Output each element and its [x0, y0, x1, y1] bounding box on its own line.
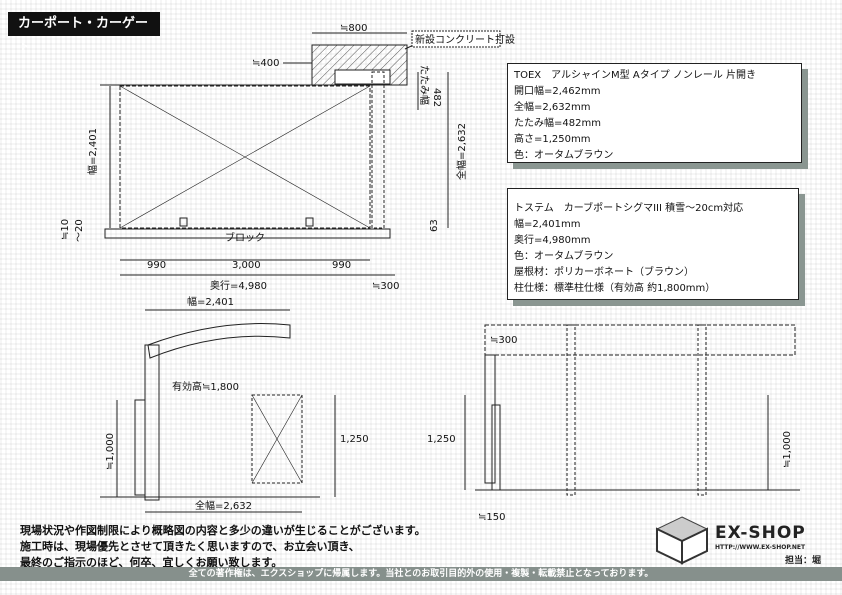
front-gate-height: 1,250 [340, 434, 369, 445]
dim-300: ≒300 [372, 281, 399, 292]
dim-20: ～20 [74, 219, 85, 242]
dim-63: 63 [429, 219, 440, 232]
carport-spec-line: 幅=2,401mm [514, 219, 581, 230]
side-dim-300: ≒300 [490, 335, 517, 346]
front-total-width: 全幅=2,632 [195, 499, 252, 512]
carport-spec-box: トステム カーブポートシグマIII 積雪～20cm対応 幅=2,401mm 奥行… [507, 188, 799, 300]
plan-view: ≒800 ≒400 新設コンクリート打設 たたみ幅 482 幅=2,401 全幅… [60, 23, 515, 292]
span-3: 990 [332, 260, 351, 271]
plan-depth: 奥行=4,980 [210, 279, 267, 292]
front-dim-1000: ≒1,000 [105, 433, 116, 470]
effective-height: 有効高≒1,800 [172, 380, 239, 393]
carport-spec-line: 奥行=4,980mm [514, 235, 591, 246]
note-line: 現場状況や作図制限により概略図の内容と多少の違いが生じることがございます。 [20, 524, 426, 537]
carport-spec-line: 柱仕様：標準柱仕様（有効高 約1,800mm） [514, 283, 716, 294]
side-dim-1000: ≒1,000 [782, 431, 793, 468]
gate-spec-line: 高さ=1,250mm [514, 134, 591, 145]
fold-width-value: 482 [431, 88, 442, 107]
note-line: 最終のご指示のほど、何卒、宜しくお願い致します。 [20, 556, 283, 569]
gate-spec-box: TOEX アルシャインM型 Aタイプ ノンレール 片開き 開口幅=2,462mm… [507, 63, 802, 163]
concrete-label: 新設コンクリート打設 [415, 33, 515, 46]
block-label: ブロック [225, 231, 265, 244]
gate-spec-line: 色：オータムブラウン [514, 150, 614, 161]
side-view: ≒300 1,250 ≒1,000 ≒150 [427, 324, 800, 523]
logo-url: HTTP://WWW.EX-SHOP.NET [715, 544, 806, 551]
plan-width: 幅=2,401 [86, 128, 99, 175]
carport-spec-line: 色：オータムブラウン [514, 251, 614, 262]
dim-800: ≒800 [340, 23, 367, 34]
carport-spec-line: トステム カーブポートシグマIII 積雪～20cm対応 [514, 203, 744, 214]
box-logo-icon [655, 516, 709, 565]
side-gate-height: 1,250 [427, 434, 456, 445]
note-line: 施工時は、現場優先とさせて頂きたく思いますので、お立会い頂き、 [20, 540, 360, 553]
dim-400: ≒400 [252, 58, 279, 69]
ex-shop-logo: EX-SHOP HTTP://WWW.EX-SHOP.NET 担当：堀 [655, 515, 830, 566]
gate-spec-line: TOEX アルシャインM型 Aタイプ ノンレール 片開き [514, 70, 757, 81]
span-2: 3,000 [232, 260, 261, 271]
logo-name: EX-SHOP [715, 523, 806, 543]
front-width: 幅=2,401 [187, 295, 234, 308]
carport-spec-line: 屋根材：ポリカーボネート（ブラウン） [514, 267, 694, 278]
staff-label: 担当：堀 [785, 556, 822, 566]
page-title: カーポート・カーゲート [8, 12, 160, 55]
dim-10: ≒10 [60, 219, 71, 240]
notes: 現場状況や作図制限により概略図の内容と多少の違いが生じることがございます。 施工… [20, 523, 426, 571]
front-view: 幅=2,401 有効高≒1,800 ≒1,000 1,250 全幅=2,632 [100, 295, 369, 513]
plan-total-width: 全幅=2,632 [455, 123, 468, 180]
gate-spec-line: たたみ幅=482mm [514, 118, 601, 129]
gate-spec-line: 開口幅=2,462mm [514, 86, 601, 97]
span-1: 990 [147, 260, 166, 271]
copyright-footer: 全ての著作権は、エクスショップに帰属します。当社とのお取引目的外の使用・複製・転… [0, 567, 842, 581]
side-dim-150: ≒150 [478, 512, 505, 523]
fold-width-label: たたみ幅 [418, 65, 431, 105]
gate-spec-line: 全幅=2,632mm [514, 102, 591, 113]
